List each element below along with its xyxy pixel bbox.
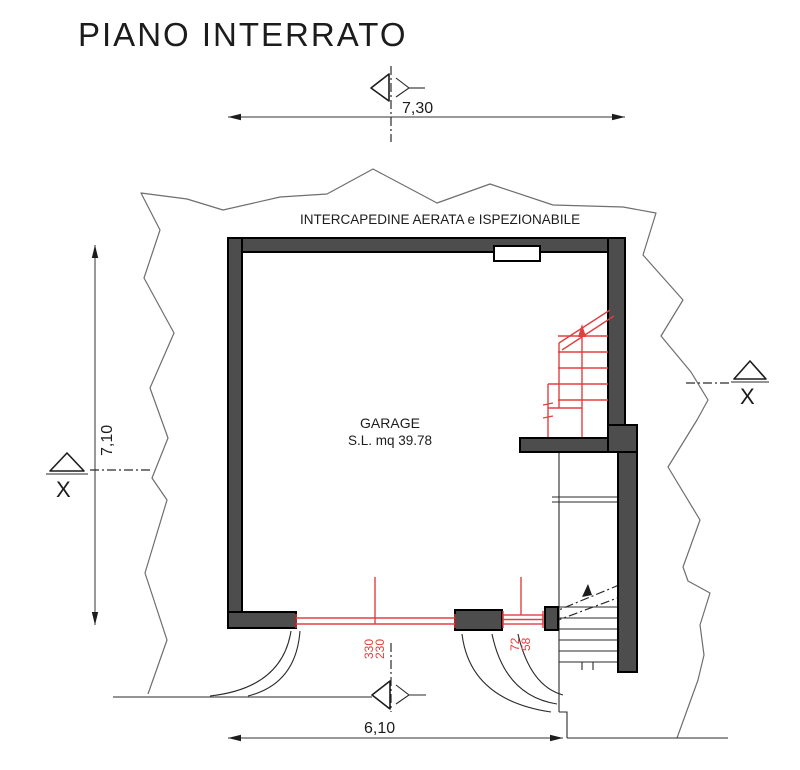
wall-right-upper	[607, 237, 626, 426]
window-height-label: 58	[519, 637, 533, 651]
section-marker-x-right: X	[686, 360, 769, 409]
egress-path-line	[548, 577, 637, 615]
section-marker-y-bottom	[371, 643, 426, 712]
room-area-label: S.L. mq 39.78	[348, 433, 432, 448]
walls	[227, 237, 638, 673]
wall-niche	[493, 245, 541, 262]
section-triangle-icon	[733, 360, 767, 380]
garage-door-threshold: 330 230	[295, 577, 456, 659]
section-marker-y-top	[370, 66, 425, 142]
wall-bottom-middle	[454, 609, 503, 631]
section-label-x-left: X	[56, 477, 71, 502]
ground-lines	[113, 696, 728, 739]
terrain-line	[140, 168, 711, 739]
wall-bottom-left	[227, 611, 297, 629]
dimension-left-value: 7,10	[99, 425, 116, 456]
dimension-bottom: 6,10	[228, 720, 563, 742]
section-triangle-icon	[370, 73, 390, 102]
section-label-x-right: X	[740, 384, 755, 409]
garage-ramp-arcs	[209, 630, 301, 697]
egress-arrow-icon	[582, 584, 592, 597]
section-triangle-icon	[49, 452, 85, 472]
wall-left	[227, 237, 243, 629]
basement-window-symbol: 72 58	[502, 577, 544, 651]
dimension-top: 7,30	[228, 100, 625, 121]
internal-stair-red	[542, 309, 615, 437]
dimension-bottom-value: 6,10	[364, 720, 395, 737]
external-stair	[548, 452, 637, 712]
dimension-top-value: 7,30	[402, 100, 433, 117]
garage-door-height-label: 230	[373, 639, 387, 659]
window-width-label: 72	[508, 637, 522, 651]
wall-bottom-small	[544, 606, 559, 631]
section-marker-x-left: X	[46, 452, 150, 502]
section-triangle-icon	[371, 680, 391, 710]
stair-direction-arrow-icon	[578, 324, 586, 337]
dimension-left: 7,10	[91, 245, 116, 625]
garage-door-width-label: 330	[362, 639, 376, 659]
wall-stair-partition	[519, 437, 609, 453]
wall-right-step	[607, 424, 638, 453]
wall-top	[227, 237, 626, 253]
cavity-label: INTERCAPEDINE AERATA e ISPEZIONABILE	[300, 212, 580, 227]
room-name-label: GARAGE	[360, 415, 420, 431]
side-ramp-arcs	[461, 633, 564, 713]
page-title: PIANO INTERRATO	[78, 16, 407, 53]
wall-right-lower	[617, 451, 638, 673]
egress-path-line-2	[552, 593, 629, 623]
